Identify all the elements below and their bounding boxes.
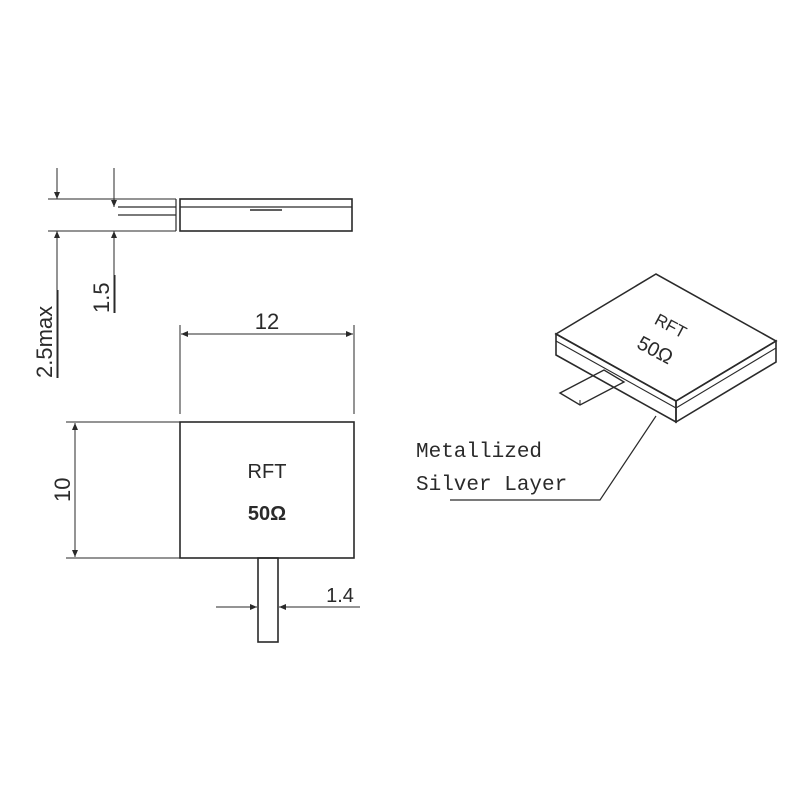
iso-layer-line-left (555, 340, 677, 409)
resistor-value-label: 50Ω (248, 503, 286, 525)
dim-width: 12 (179, 309, 355, 414)
dim-thickness: 1.5 (89, 168, 117, 313)
dim-tab-width-label: 1.4 (326, 585, 354, 607)
callout: Metallized Silver Layer (416, 415, 657, 501)
dim-width-label: 12 (255, 309, 279, 334)
side-view-body (179, 198, 353, 232)
dim-height-max: 2.5max (32, 168, 176, 378)
callout-leader-line (450, 415, 657, 501)
dim-depth: 10 (50, 421, 180, 559)
dim-height-max-label: 2.5max (32, 306, 57, 378)
iso-right-face (675, 339, 777, 424)
iso-top-label: RFT (652, 310, 690, 342)
iso-view: RFT 50Ω (554, 273, 778, 424)
resistor-top-label: RFT (248, 461, 287, 483)
callout-line2: Silver Layer (416, 474, 567, 497)
dim-depth-label: 10 (50, 478, 75, 502)
iso-layer-line-right (675, 347, 777, 409)
dim-tab-width: 1.4 (216, 585, 360, 610)
front-view: RFT 50Ω (179, 421, 355, 643)
iso-tab (558, 369, 626, 406)
iso-value-label: 50Ω (633, 332, 676, 369)
callout-line1: Metallized (416, 441, 542, 464)
front-view-body (179, 421, 355, 559)
front-view-tab (257, 557, 279, 643)
side-view (118, 198, 353, 232)
dim-thickness-label: 1.5 (89, 282, 114, 313)
